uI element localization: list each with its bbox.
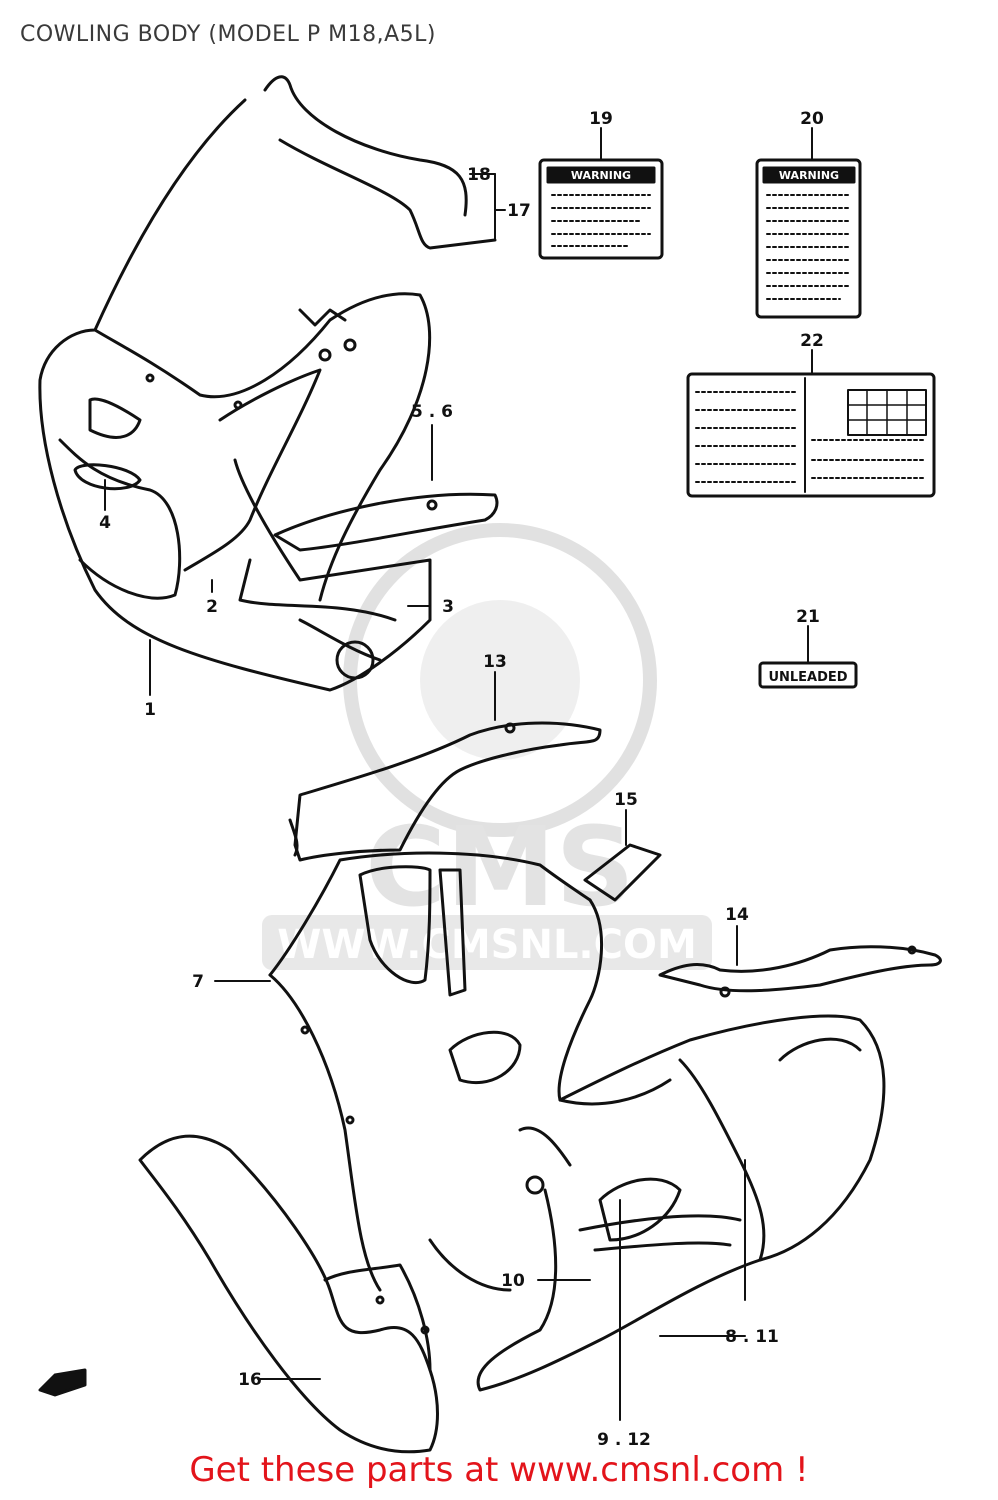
label-part-10: 10 — [501, 1271, 525, 1291]
decal-20-heading: WARNING — [779, 169, 839, 182]
side-cowling-part-7 — [268, 851, 672, 1292]
label-part-4: 4 — [99, 513, 111, 533]
front-direction-icon — [38, 1368, 87, 1397]
label-part-15: 15 — [614, 790, 638, 810]
label-part-22: 22 — [800, 331, 824, 351]
brace-part-13 — [288, 721, 602, 862]
label-part-20: 20 — [800, 109, 824, 129]
leader-lines — [104, 127, 813, 1421]
label-part-16: 16 — [238, 1370, 262, 1390]
label-part-1: 1 — [144, 700, 156, 720]
watermark-url: WWW.CMSNL.COM — [277, 922, 697, 968]
label-part-2: 2 — [206, 597, 218, 617]
label-part-5-6: 5 . 6 — [411, 402, 453, 422]
decal-21-text: UNLEADED — [768, 670, 847, 685]
left-fairing-part-16 — [138, 1134, 439, 1454]
label-part-18: 18 — [467, 165, 491, 185]
label-part-21: 21 — [796, 607, 820, 627]
label-part-14: 14 — [725, 905, 749, 925]
decal-20 — [755, 158, 862, 319]
label-part-9-12: 9 . 12 — [597, 1430, 651, 1450]
upper-cowling-part — [38, 75, 497, 692]
watermark: CMS WWW.CMSNL.COM — [262, 523, 712, 970]
label-part-13: 13 — [483, 652, 507, 672]
label-part-17: 17 — [507, 201, 531, 221]
pad-part-15 — [583, 843, 662, 902]
inner-cover-part — [273, 492, 499, 552]
lower-fairing-part-10 — [476, 1014, 886, 1392]
bracket-part-14 — [658, 945, 942, 998]
label-part-3: 3 — [442, 597, 454, 617]
page-title: COWLING BODY (MODEL P M18,A5L) — [20, 22, 436, 47]
label-part-8-11: 8 . 11 — [725, 1327, 779, 1347]
decal-19-heading: WARNING — [571, 169, 631, 182]
footer-link[interactable]: Get these parts at www.cmsnl.com ! — [189, 1450, 809, 1490]
watermark-face — [420, 600, 580, 760]
label-part-7: 7 — [192, 972, 204, 992]
label-part-19: 19 — [589, 109, 613, 129]
decal-22 — [686, 372, 936, 498]
